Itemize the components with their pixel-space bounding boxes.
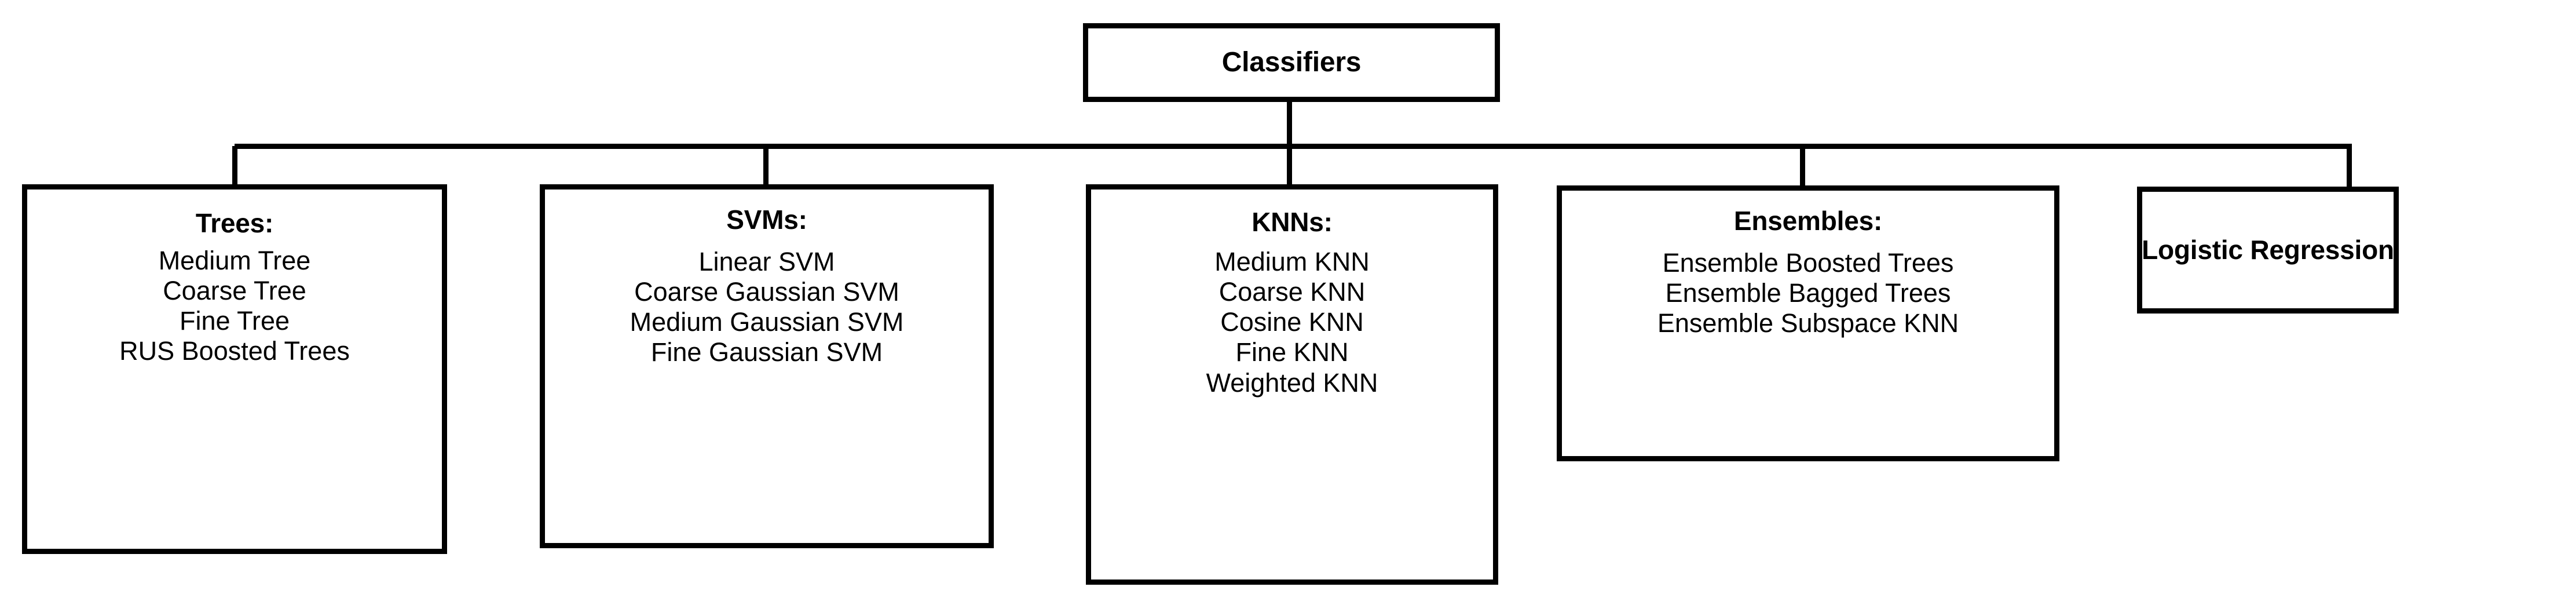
node-items-trees: Medium Tree Coarse Tree Fine Tree RUS Bo… xyxy=(119,246,350,367)
list-item: Ensemble Subspace KNN xyxy=(1657,308,1959,338)
list-item: Coarse KNN xyxy=(1219,276,1366,307)
list-item: RUS Boosted Trees xyxy=(119,336,350,366)
connector-drop-trees xyxy=(232,146,237,187)
node-knns: KNNs: Medium KNN Coarse KNN Cosine KNN F… xyxy=(1086,184,1498,585)
list-item: Ensemble Bagged Trees xyxy=(1665,278,1951,308)
connector-horizontal-bus xyxy=(235,144,2352,149)
node-title-trees: Trees: xyxy=(195,208,274,238)
node-svms: SVMs: Linear SVM Coarse Gaussian SVM Med… xyxy=(540,184,994,548)
list-item: Coarse Tree xyxy=(163,275,306,305)
list-item: Fine Tree xyxy=(179,306,290,336)
list-item: Fine KNN xyxy=(1235,337,1349,367)
node-logistic-regression: Logistic Regression xyxy=(2137,187,2399,314)
list-item: Cosine KNN xyxy=(1220,307,1364,337)
connector-drop-logistic-regression xyxy=(2347,146,2352,189)
list-item: Linear SVM xyxy=(698,246,835,276)
list-item: Weighted KNN xyxy=(1206,367,1378,398)
node-items-svms: Linear SVM Coarse Gaussian SVM Medium Ga… xyxy=(630,247,904,368)
node-title-ensembles: Ensembles: xyxy=(1733,206,1883,236)
list-item: Medium Tree xyxy=(158,245,311,275)
node-items-knns: Medium KNN Coarse KNN Cosine KNN Fine KN… xyxy=(1206,247,1378,398)
connector-root-stem xyxy=(1287,102,1292,146)
node-ensembles: Ensembles: Ensemble Boosted Trees Ensemb… xyxy=(1557,185,2059,461)
list-item: Fine Gaussian SVM xyxy=(650,337,883,367)
node-title-classifiers: Classifiers xyxy=(1221,46,1362,78)
connector-drop-svms xyxy=(763,146,769,187)
node-title-knns: KNNs: xyxy=(1252,207,1333,237)
node-classifiers-root: Classifiers xyxy=(1083,23,1500,102)
list-item: Medium KNN xyxy=(1214,246,1370,276)
node-title-svms: SVMs: xyxy=(726,205,807,235)
node-title-logistic-regression: Logistic Regression xyxy=(2142,235,2394,265)
list-item: Ensemble Boosted Trees xyxy=(1662,247,1954,278)
connector-drop-ensembles xyxy=(1800,146,1805,188)
node-trees: Trees: Medium Tree Coarse Tree Fine Tree… xyxy=(22,184,447,554)
list-item: Medium Gaussian SVM xyxy=(630,307,904,337)
list-item: Coarse Gaussian SVM xyxy=(634,276,899,307)
node-items-ensembles: Ensemble Boosted Trees Ensemble Bagged T… xyxy=(1657,248,1959,339)
connector-drop-knns xyxy=(1287,146,1292,187)
